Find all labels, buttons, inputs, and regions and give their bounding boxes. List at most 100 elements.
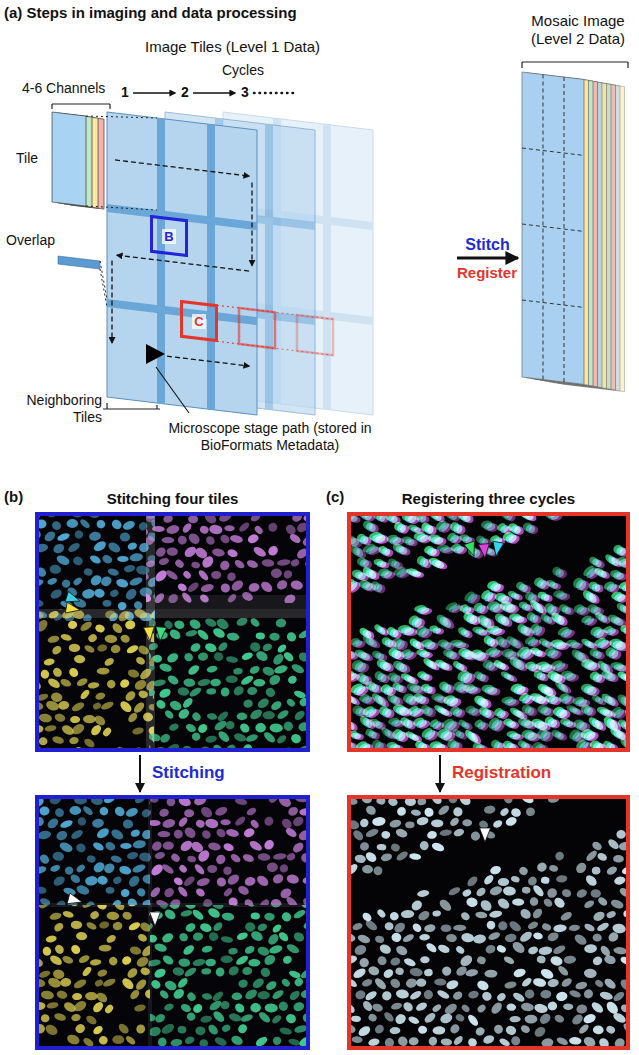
nucleus: [364, 919, 379, 933]
nucleus: [191, 908, 205, 922]
nucleus: [129, 552, 143, 562]
nucleus: [111, 621, 125, 635]
nucleus: [575, 605, 588, 617]
nucleus: [128, 921, 142, 932]
micrograph: [347, 795, 630, 1050]
nucleus: [452, 522, 465, 535]
nucleus: [548, 864, 558, 873]
nucleus: [182, 570, 192, 580]
nucleus: [538, 663, 553, 673]
nucleus: [436, 706, 451, 718]
nucleus: [409, 706, 423, 718]
nucleus: [582, 729, 597, 742]
nucleus: [206, 712, 217, 720]
nucleus: [235, 954, 250, 967]
image-ground: [35, 512, 310, 752]
nucleus: [596, 921, 610, 932]
nucleus: [391, 932, 403, 943]
nucleus: [382, 968, 395, 980]
micrograph: [27, 498, 342, 796]
stage-path: [117, 255, 249, 271]
nucleus: [402, 650, 415, 661]
image-tile: [35, 512, 155, 621]
nucleus: [393, 921, 407, 935]
nucleus: [58, 841, 74, 854]
nucleus: [270, 699, 283, 711]
nucleus: [159, 732, 172, 744]
nucleus: [273, 1037, 282, 1045]
nucleus: [103, 656, 115, 667]
nucleus: [248, 839, 263, 853]
nucleus: [266, 932, 280, 947]
nucleus: [372, 533, 386, 544]
nucleus: [135, 655, 147, 666]
nucleus: [121, 910, 133, 921]
nucleus: [542, 897, 554, 908]
nucleus: [67, 620, 77, 629]
nucleus: [40, 669, 50, 680]
nucleus: [271, 1014, 283, 1025]
nucleus: [170, 852, 182, 863]
nucleus: [458, 953, 474, 968]
bracket: [522, 61, 628, 62]
nucleus: [503, 886, 516, 896]
nucleus: [69, 644, 81, 653]
nucleus: [110, 644, 121, 654]
nucleus: [437, 804, 451, 817]
nucleus: [584, 661, 597, 670]
nucleus: [538, 946, 553, 956]
nucleus: [422, 705, 435, 718]
nucleus: [74, 655, 86, 664]
nucleus: [606, 837, 620, 851]
nucleus: [124, 689, 138, 702]
nucleus: [454, 964, 468, 977]
nucleus: [288, 1038, 301, 1047]
nucleus: [613, 592, 626, 602]
nucleus: [219, 581, 232, 594]
nucleus: [161, 954, 175, 966]
nucleus: [291, 841, 305, 855]
nucleus: [83, 644, 95, 655]
nucleus: [95, 826, 111, 840]
nucleus: [75, 843, 86, 854]
nucleus: [553, 924, 567, 933]
nucleus: [431, 536, 444, 544]
image-tile: [150, 795, 310, 905]
nucleus: [275, 578, 289, 591]
nucleus: [246, 533, 260, 545]
nucleus: [358, 534, 370, 546]
nucleus: [277, 558, 291, 566]
nucleus: [441, 924, 452, 932]
nucleus: [380, 569, 393, 579]
nucleus: [364, 804, 377, 817]
nucleus: [234, 815, 247, 827]
nucleus: [134, 977, 148, 991]
nucleus: [287, 805, 300, 817]
nucleus: [465, 968, 479, 977]
nucleus: [132, 726, 145, 735]
nucleus: [187, 531, 202, 546]
nucleus: [528, 896, 540, 908]
nucleus: [91, 1000, 105, 1014]
nucleus: [594, 695, 605, 705]
nucleus: [73, 529, 85, 541]
nucleus: [256, 632, 265, 639]
nucleus: [67, 541, 82, 554]
nucleus: [496, 661, 507, 671]
nucleus: [547, 718, 557, 728]
overlap-band: [107, 204, 257, 230]
nucleus: [395, 805, 407, 817]
nucleus: [607, 647, 620, 660]
nucleus: [389, 819, 402, 829]
nucleus: [484, 687, 497, 695]
nucleus: [552, 896, 566, 910]
nucleus: [390, 842, 401, 852]
nucleus: [86, 855, 96, 864]
nucleus: [199, 805, 214, 820]
nucleus: [437, 521, 451, 534]
nucleus: [191, 1002, 204, 1015]
nucleus: [192, 932, 203, 942]
nucleus: [58, 700, 70, 710]
nucleus: [56, 989, 69, 1000]
nucleus: [46, 816, 60, 830]
